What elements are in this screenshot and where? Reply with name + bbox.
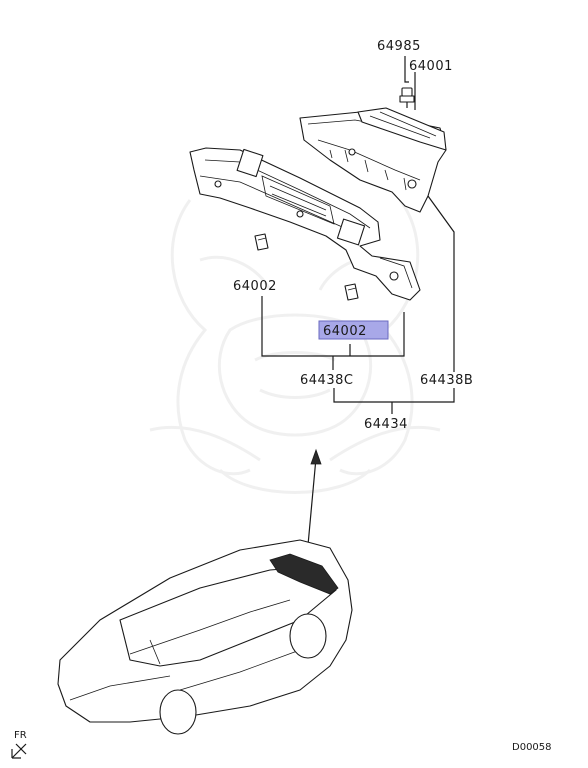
part-label-64438c[interactable]: 64438C [300, 373, 353, 388]
upper-rear-panel-part [299, 107, 447, 213]
bolt-part-64985 [399, 87, 415, 108]
clip-part-left [254, 233, 269, 251]
highlight-box [318, 320, 389, 340]
watermark-emblem [149, 199, 441, 494]
vehicle-outline [57, 539, 353, 735]
leader-lines [261, 56, 455, 414]
clip-part-center [344, 283, 359, 301]
main-rear-panel-part [189, 147, 421, 301]
part-label-64002-highlighted[interactable]: 64002 [323, 324, 367, 339]
location-arrow [306, 448, 322, 557]
front-direction-indicator: FR [11, 730, 27, 759]
part-label-64434[interactable]: 64434 [364, 417, 408, 432]
diagram-code: D00058 [512, 742, 552, 753]
part-label-64438b[interactable]: 64438B [420, 373, 473, 388]
part-label-64985[interactable]: 64985 [377, 39, 421, 54]
part-label-64001[interactable]: 64001 [409, 59, 453, 74]
part-label-64002-left[interactable]: 64002 [233, 279, 277, 294]
direction-label: FR [14, 730, 27, 741]
